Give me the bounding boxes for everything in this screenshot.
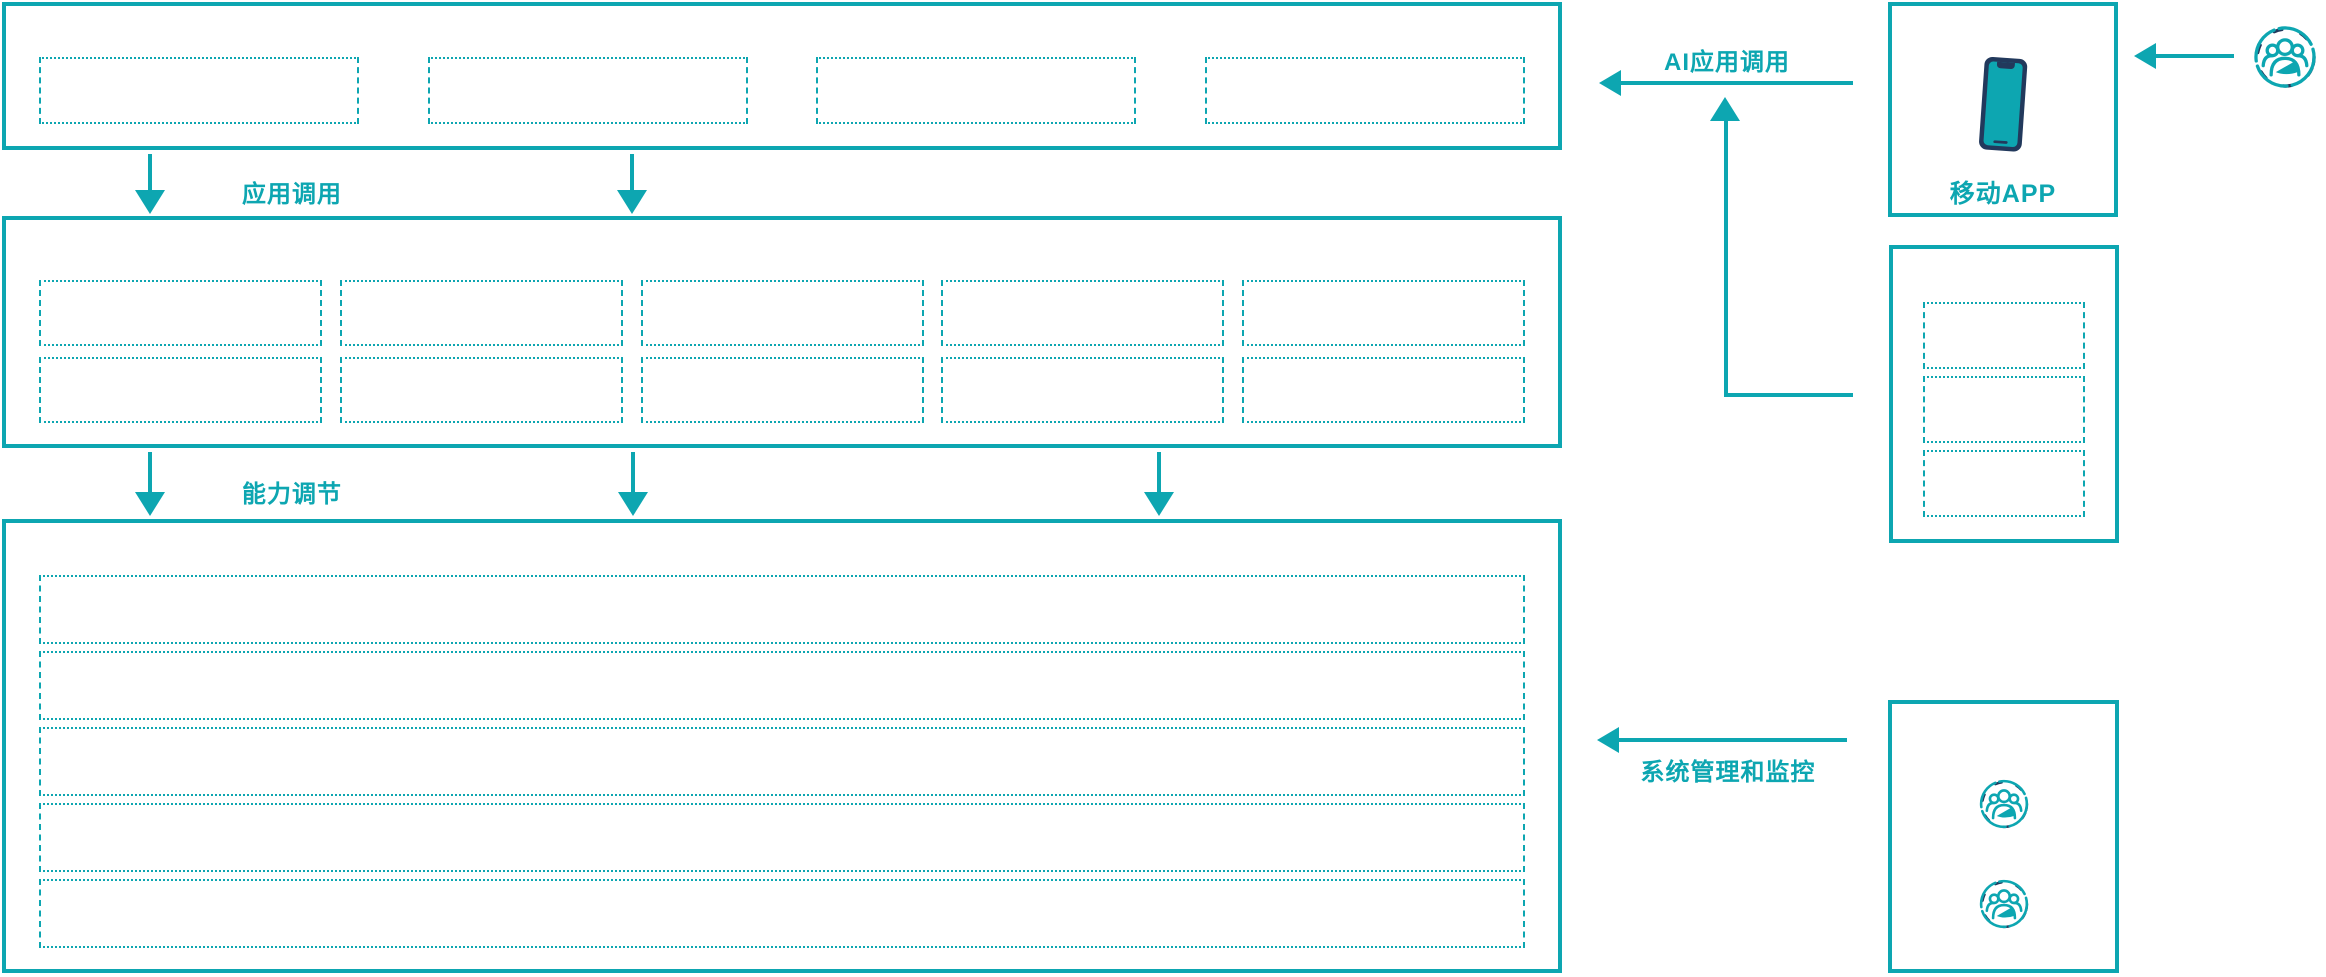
capability-row — [39, 357, 1525, 423]
user-group-icon — [1979, 779, 2028, 829]
capability-layer-panel — [2, 216, 1562, 448]
placeholder-box — [39, 57, 359, 124]
platform-layer-rows — [6, 523, 1558, 948]
down-arrow-shaft — [1157, 452, 1161, 492]
up-arrow-icon — [1710, 97, 1740, 121]
platform-layer-panel — [2, 519, 1562, 973]
placeholder-box — [39, 357, 322, 423]
placeholder-box — [39, 575, 1525, 644]
placeholder-box — [640, 280, 924, 346]
capability-layer-grid — [6, 220, 1558, 423]
down-arrow-shaft — [148, 452, 152, 492]
down-arrow-icon — [618, 492, 648, 516]
capability-adjust-label: 能力调节 — [242, 481, 342, 508]
placeholder-box — [1923, 450, 2085, 517]
access-panel — [1889, 245, 2119, 543]
placeholder-box — [1204, 57, 1525, 124]
placeholder-box — [39, 280, 322, 346]
placeholder-box — [39, 879, 1525, 948]
placeholder-box — [1923, 376, 2085, 443]
mobile-app-label: 移动APP — [1949, 180, 2057, 208]
placeholder-box — [941, 280, 1225, 346]
left-arrow-icon — [1599, 70, 1621, 96]
application-layer-panel — [2, 2, 1562, 150]
placeholder-box — [39, 803, 1525, 872]
placeholder-box — [339, 280, 623, 346]
placeholder-box — [1242, 357, 1525, 423]
admin-panel — [1888, 700, 2119, 973]
down-arrow-icon — [135, 190, 165, 214]
left-arrow-shaft — [2156, 54, 2234, 58]
placeholder-box — [39, 727, 1525, 796]
placeholder-box — [39, 651, 1525, 720]
application-layer-row — [6, 6, 1558, 124]
placeholder-box — [640, 357, 924, 423]
app-call-label: 应用调用 — [242, 181, 342, 208]
mobile-app-panel: 移动APP — [1888, 2, 2118, 217]
down-arrow-icon — [135, 492, 165, 516]
down-arrow-icon — [617, 190, 647, 214]
placeholder-box — [941, 357, 1225, 423]
down-arrow-shaft — [148, 154, 152, 190]
user-group-icon — [2254, 26, 2316, 88]
left-arrow-icon — [2134, 43, 2156, 69]
down-arrow-shaft — [631, 452, 635, 492]
user-group-icon — [1979, 879, 2028, 929]
smartphone-icon — [1979, 56, 2028, 152]
placeholder-box — [816, 57, 1137, 124]
up-arrow-shaft — [1724, 121, 1728, 397]
placeholder-box — [1242, 280, 1525, 346]
ai-app-call-label: AI应用调用 — [1664, 49, 1790, 76]
placeholder-box — [427, 57, 748, 124]
connector-segment — [1724, 393, 1853, 397]
left-arrow-icon — [1597, 727, 1619, 753]
left-arrow-shaft — [1621, 81, 1853, 85]
left-arrow-shaft — [1619, 738, 1847, 742]
down-arrow-icon — [1144, 492, 1174, 516]
capability-row — [39, 280, 1525, 346]
down-arrow-shaft — [630, 154, 634, 190]
placeholder-box — [339, 357, 623, 423]
placeholder-box — [1923, 302, 2085, 369]
access-panel-rows — [1893, 249, 2115, 517]
system-management-label: 系统管理和监控 — [1640, 759, 1816, 786]
